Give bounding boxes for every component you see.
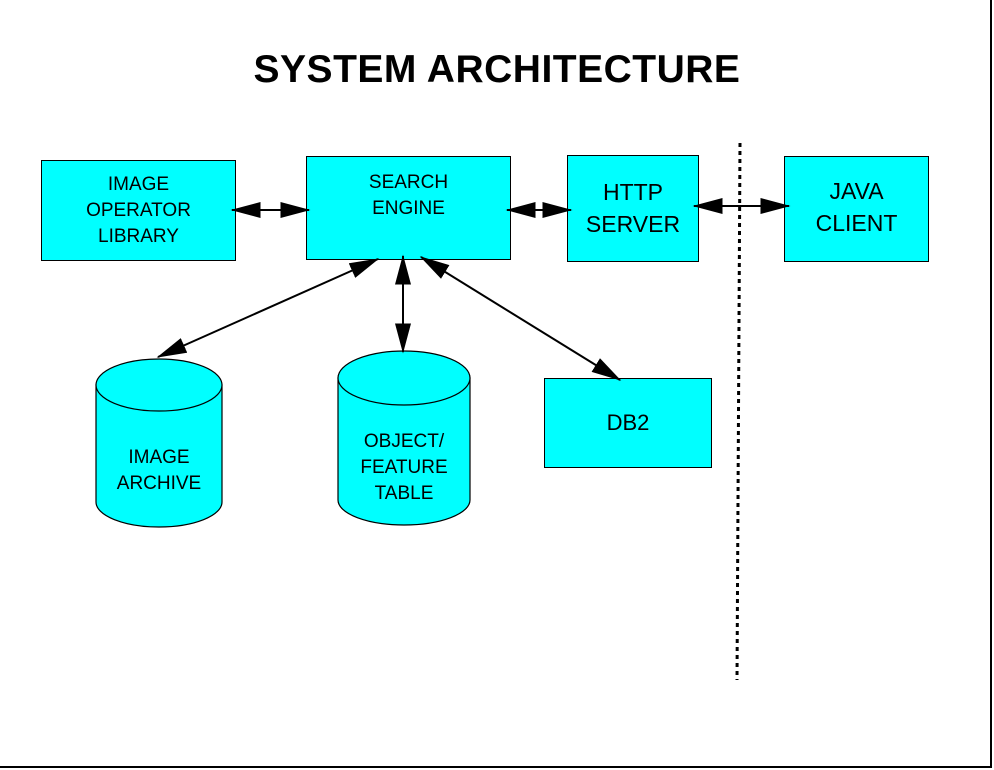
db2-label: DB2 [606,410,650,435]
image-operator-library-label: IMAGE OPERATOR LIBRARY [86,173,191,247]
image-operator-library-node: IMAGE OPERATOR LIBRARY [41,160,236,261]
search-engine-label: SEARCH ENGINE [368,172,449,219]
diagram-title: SYSTEM ARCHITECTURE [253,48,741,91]
object-feature-table-label: OBJECT/ FEATURE TABLE [360,431,448,504]
java-client-node: JAVA CLIENT [784,156,929,262]
java-client-label: JAVA CLIENT [815,178,898,236]
image-archive-label: IMAGE ARCHIVE [116,447,202,494]
db2-node: DB2 [544,378,712,468]
http-server-node: HTTP SERVER [567,155,699,262]
http-server-label: HTTP SERVER [585,178,681,237]
search-engine-node: SEARCH ENGINE [306,156,511,260]
